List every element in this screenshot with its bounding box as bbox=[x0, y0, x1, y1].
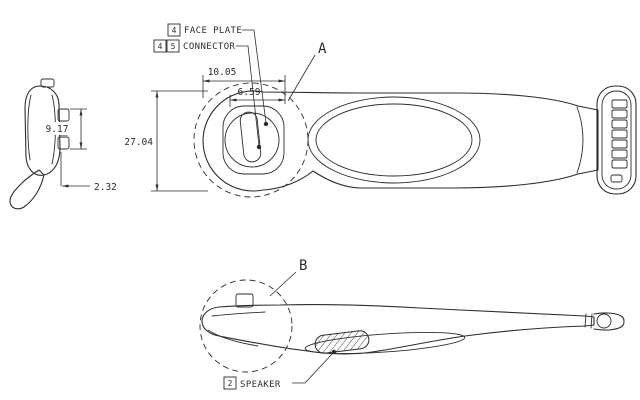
contact-pad bbox=[611, 149, 628, 159]
callout-connector: 4 5 CONNECTOR bbox=[153, 39, 262, 150]
detail-circle-a: A bbox=[193, 41, 327, 198]
connector-capsule bbox=[239, 111, 262, 163]
touchpad-outer-oval bbox=[307, 96, 481, 184]
speaker-label: SPEAKER bbox=[240, 380, 281, 390]
detail-b-label: B bbox=[299, 258, 307, 274]
contact-pad bbox=[611, 139, 628, 149]
detail-a-leader bbox=[287, 54, 316, 102]
detail-b-boundary bbox=[199, 279, 293, 373]
speaker-hatch bbox=[314, 330, 370, 354]
side-tip-outline bbox=[593, 312, 625, 331]
connector-side-tab bbox=[235, 293, 254, 308]
body-right-seam bbox=[576, 106, 584, 174]
dim-head-height-text: 27.04 bbox=[124, 137, 153, 148]
contact-pad bbox=[611, 109, 628, 119]
dim-hook-offset: 2.32 bbox=[60, 152, 117, 193]
balloon-5-box bbox=[166, 39, 180, 53]
detail-a-boundary bbox=[193, 82, 309, 198]
face-plate-leader bbox=[242, 29, 267, 124]
cap-inner bbox=[601, 90, 632, 190]
connector-label: CONNECTOR bbox=[183, 42, 236, 52]
speaker-leader-dot bbox=[331, 349, 337, 355]
speaker-housing-oval bbox=[304, 331, 466, 355]
detail-circle-b: B bbox=[199, 258, 307, 373]
callout-speaker: 2 SPEAKER bbox=[223, 349, 337, 390]
touchpad-inner-oval bbox=[315, 103, 473, 177]
side-nose-seam bbox=[211, 311, 266, 317]
side-view-bottom bbox=[201, 293, 625, 355]
balloon-4-box bbox=[167, 23, 181, 37]
detail-b-leader bbox=[269, 271, 297, 297]
face-plate-circle bbox=[224, 112, 280, 168]
balloon-2-number: 2 bbox=[228, 379, 233, 388]
ear-hook bbox=[9, 169, 45, 210]
connector-leader bbox=[236, 45, 260, 147]
side-tip-ring bbox=[596, 313, 612, 329]
dim-connector-height-text: 9.17 bbox=[46, 124, 69, 135]
contact-pad bbox=[611, 159, 628, 169]
face-plate-outline bbox=[222, 105, 285, 175]
dim-head-height: 27.04 bbox=[124, 90, 208, 192]
side-band-line bbox=[584, 313, 587, 328]
dim-plate-width: 6.59 bbox=[229, 87, 285, 107]
balloon-4-number: 4 bbox=[172, 26, 177, 35]
balloon-4b-number: 4 bbox=[158, 42, 163, 51]
detail-a-label: A bbox=[318, 41, 327, 57]
face-plate-label: FACE PLATE bbox=[184, 26, 242, 36]
contact-pad bbox=[611, 119, 628, 129]
side-body-outline bbox=[201, 304, 595, 355]
connector-end-view bbox=[596, 85, 637, 195]
contact-pad bbox=[611, 129, 628, 139]
connector-leader-dot bbox=[256, 144, 262, 150]
face-plate-leader-dot bbox=[263, 121, 269, 127]
dim-face-width-text: 10.05 bbox=[208, 67, 237, 78]
dim-hook-offset-text: 2.32 bbox=[94, 182, 117, 193]
balloon-2-box bbox=[223, 376, 237, 390]
balloon-5-number: 5 bbox=[171, 42, 176, 51]
connector-rib bbox=[57, 108, 70, 122]
cap-notch bbox=[610, 174, 623, 183]
dim-text-backing bbox=[40, 122, 75, 135]
dim-connector-height: 9.17 bbox=[40, 108, 87, 150]
end-body-contour-left bbox=[27, 94, 32, 161]
side-nose-underline bbox=[207, 329, 259, 347]
contact-pad bbox=[611, 99, 628, 109]
speaker-leader bbox=[292, 352, 334, 384]
callout-face-plate: 4 FACE PLATE bbox=[167, 23, 269, 127]
top-view bbox=[202, 90, 599, 192]
dim-plate-width-text: 6.59 bbox=[238, 87, 261, 98]
balloon-4b-box bbox=[153, 39, 167, 53]
connector-rib bbox=[57, 136, 70, 150]
cap-outer bbox=[596, 85, 637, 195]
side-band-line bbox=[590, 313, 593, 329]
body-outline-path bbox=[202, 90, 599, 192]
end-view-left: 9.17 2.32 bbox=[9, 78, 117, 210]
dim-face-width: 10.05 bbox=[202, 67, 286, 104]
